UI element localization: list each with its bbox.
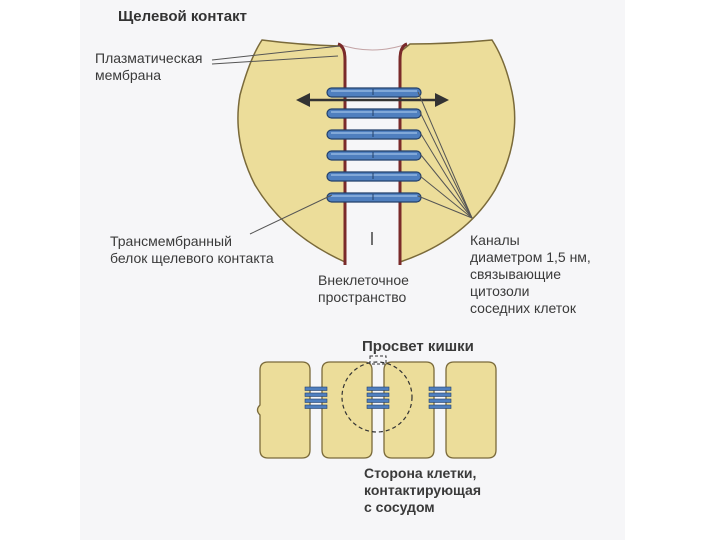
- mini-junction-bar: [428, 398, 452, 403]
- epithelial-cell-2: [321, 361, 373, 459]
- mini-junction-bar: [366, 392, 390, 397]
- mini-junctions-group: [304, 386, 452, 409]
- mini-junction-bar: [366, 404, 390, 409]
- plasma-membrane-line-2: мембрана: [95, 67, 161, 83]
- mini-junction-bar: [304, 404, 328, 409]
- left-cell: [237, 39, 346, 264]
- mini-junction-bar: [428, 386, 452, 391]
- extracellular-space-label: Внеклеточное пространство: [318, 272, 409, 306]
- magnifier-tab: [369, 355, 387, 365]
- channels-line-1: Каналы: [470, 232, 520, 248]
- plasma-membrane-label: Плазматическая мембрана: [95, 50, 203, 84]
- membrane-top-notch: [337, 43, 408, 51]
- right-membrane: [398, 42, 408, 265]
- intestine-lumen-label: Просвет кишки: [362, 338, 474, 355]
- cell-side-line-3: с сосудом: [364, 499, 435, 515]
- channel-rod: [326, 150, 422, 161]
- lower-illustration: [256, 355, 497, 459]
- channels-label: Каналы диаметром 1,5 нм, связывающие цит…: [470, 232, 591, 317]
- channels-line-2: диаметром 1,5 нм,: [470, 249, 591, 265]
- channels-line-3: связывающие: [470, 266, 562, 282]
- channel-rod: [326, 108, 422, 119]
- mini-junction-bar: [428, 404, 452, 409]
- transmembrane-line-1: Трансмембранный: [110, 233, 232, 249]
- channels-line-4: цитозоли: [470, 283, 530, 299]
- right-cell: [399, 39, 516, 264]
- mini-junction-bar: [428, 392, 452, 397]
- diagram-title: Щелевой контакт: [118, 8, 247, 25]
- mini-junction-bar: [304, 398, 328, 403]
- upper-illustration: [211, 39, 516, 265]
- channels-line-5: соседних клеток: [470, 300, 576, 316]
- extracellular-line-2: пространство: [318, 289, 407, 305]
- magnifier-circle: [341, 361, 413, 433]
- epithelial-cell-1: [256, 361, 311, 459]
- cell-side-line-1: Сторона клетки,: [364, 465, 477, 481]
- mini-junction-bar: [304, 392, 328, 397]
- epithelial-cell-4: [445, 361, 497, 459]
- epithelial-cell-3: [383, 361, 435, 459]
- transmembrane-line-2: белок щелевого контакта: [110, 250, 274, 266]
- mini-junction-bar: [304, 386, 328, 391]
- mini-junction-bar: [366, 386, 390, 391]
- channel-rod: [326, 87, 422, 98]
- cell-side-line-2: контактирующая: [364, 482, 481, 498]
- extracellular-line-1: Внеклеточное: [318, 272, 409, 288]
- pointer-lines: [211, 45, 473, 235]
- double-arrow: [296, 93, 449, 107]
- left-membrane: [337, 42, 347, 265]
- channel-rod: [326, 171, 422, 182]
- mini-junction-bar: [366, 398, 390, 403]
- plasma-membrane-line-1: Плазматическая: [95, 50, 203, 66]
- channel-rod: [326, 129, 422, 140]
- cell-side-label: Сторона клетки, контактирующая с сосудом: [364, 465, 481, 516]
- channel-rod: [326, 192, 422, 203]
- transmembrane-protein-label: Трансмембранный белок щелевого контакта: [110, 233, 274, 267]
